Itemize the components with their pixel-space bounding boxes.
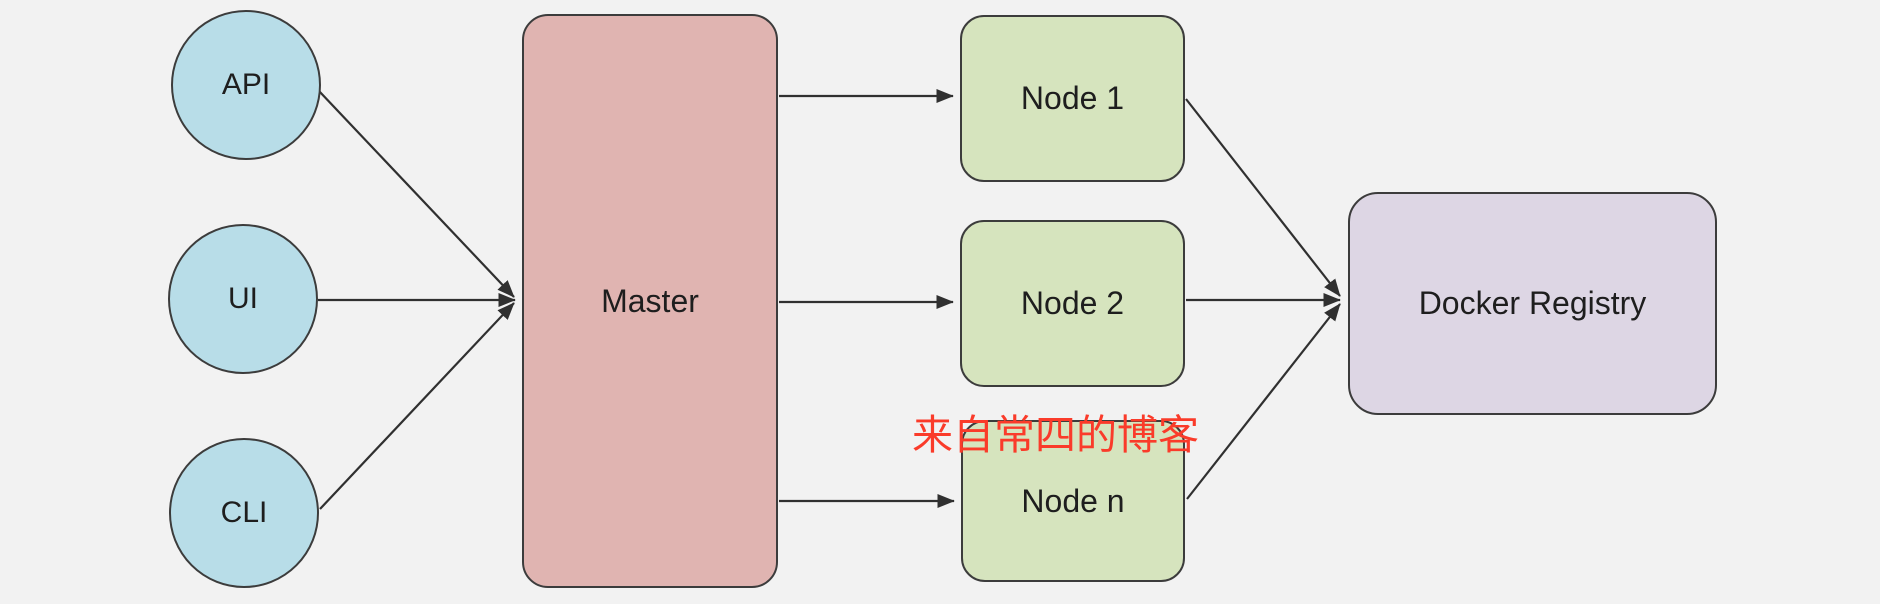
node-api-label: API — [221, 67, 271, 101]
edge-api-master — [318, 90, 515, 298]
node-worker-2: Node 2 — [960, 220, 1185, 387]
node-api: API — [171, 10, 321, 160]
edge-cli-master — [319, 302, 515, 510]
edge-node1-registry — [1185, 98, 1341, 297]
node-worker-2-label: Node 2 — [1020, 285, 1125, 322]
node-cli-label: CLI — [220, 495, 268, 529]
node-master: Master — [522, 14, 778, 588]
node-worker-1-label: Node 1 — [1020, 80, 1125, 117]
node-docker-registry: Docker Registry — [1348, 192, 1717, 415]
edge-noden-registry — [1186, 303, 1341, 500]
node-worker-1: Node 1 — [960, 15, 1185, 182]
node-docker-registry-label: Docker Registry — [1418, 285, 1647, 322]
node-worker-n: Node n — [961, 420, 1185, 582]
node-master-label: Master — [601, 282, 699, 319]
node-worker-n-label: Node n — [1021, 482, 1125, 519]
node-ui-label: UI — [228, 281, 258, 315]
node-cli: CLI — [169, 438, 319, 588]
watermark-text: 来自常四的博客 — [912, 412, 1199, 458]
node-ui: UI — [168, 224, 318, 374]
